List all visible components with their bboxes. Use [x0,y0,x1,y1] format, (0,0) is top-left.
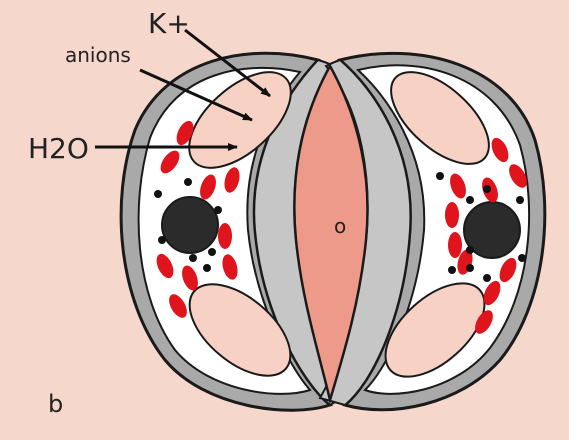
label-pore: o [334,214,346,238]
granule [483,185,491,193]
label-water: H2O [28,132,89,165]
granule [518,254,526,262]
granule [483,274,491,282]
granule [214,206,222,214]
granule [516,196,524,204]
panel-label: b [48,390,63,418]
granule [448,266,456,274]
granule [466,246,474,254]
left-nucleus [162,197,218,253]
granule [208,248,216,256]
label-potassium: K+ [148,7,190,40]
granule [184,178,192,186]
granule [466,196,474,204]
chloroplast [445,202,459,228]
granule [436,172,444,180]
chloroplast [218,223,232,249]
label-anions: anions [65,43,131,67]
granule [154,190,162,198]
granule [158,236,166,244]
chloroplast [448,232,462,258]
granule [466,264,474,272]
granule [189,254,197,262]
granule [203,264,211,272]
